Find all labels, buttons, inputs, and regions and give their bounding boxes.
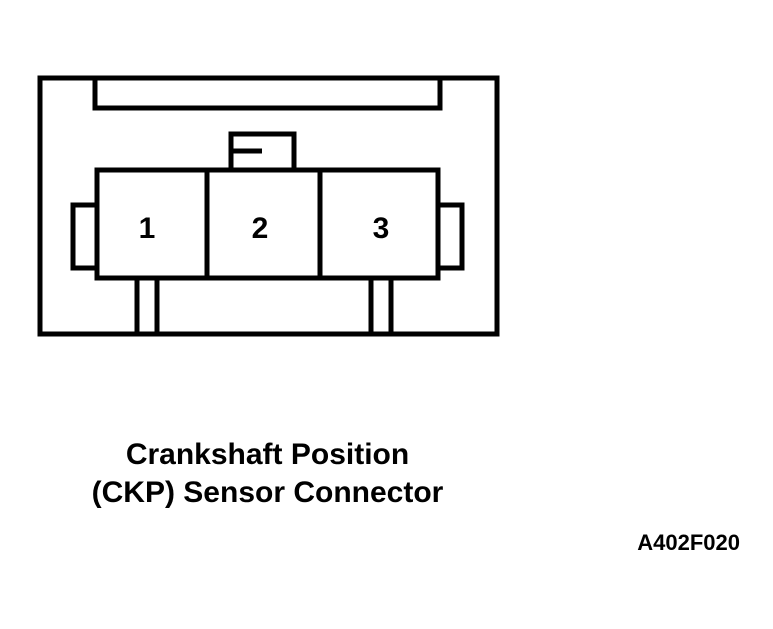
right-guide-tab: [435, 202, 465, 271]
pin-2-label: 2: [252, 212, 269, 245]
caption-subtitle: (CKP) Sensor Connector: [91, 476, 444, 509]
right-support-leg: [368, 275, 394, 337]
terminal-block: [94, 167, 441, 281]
caption-title: Crankshaft Position: [125, 438, 410, 471]
left-guide-tab: [70, 202, 100, 271]
lock-slot: [92, 75, 443, 111]
pin-1-label: 1: [139, 212, 156, 245]
figure-code: A402F020: [637, 530, 740, 555]
pin-3-label: 3: [373, 212, 390, 245]
left-support-leg: [134, 275, 160, 337]
